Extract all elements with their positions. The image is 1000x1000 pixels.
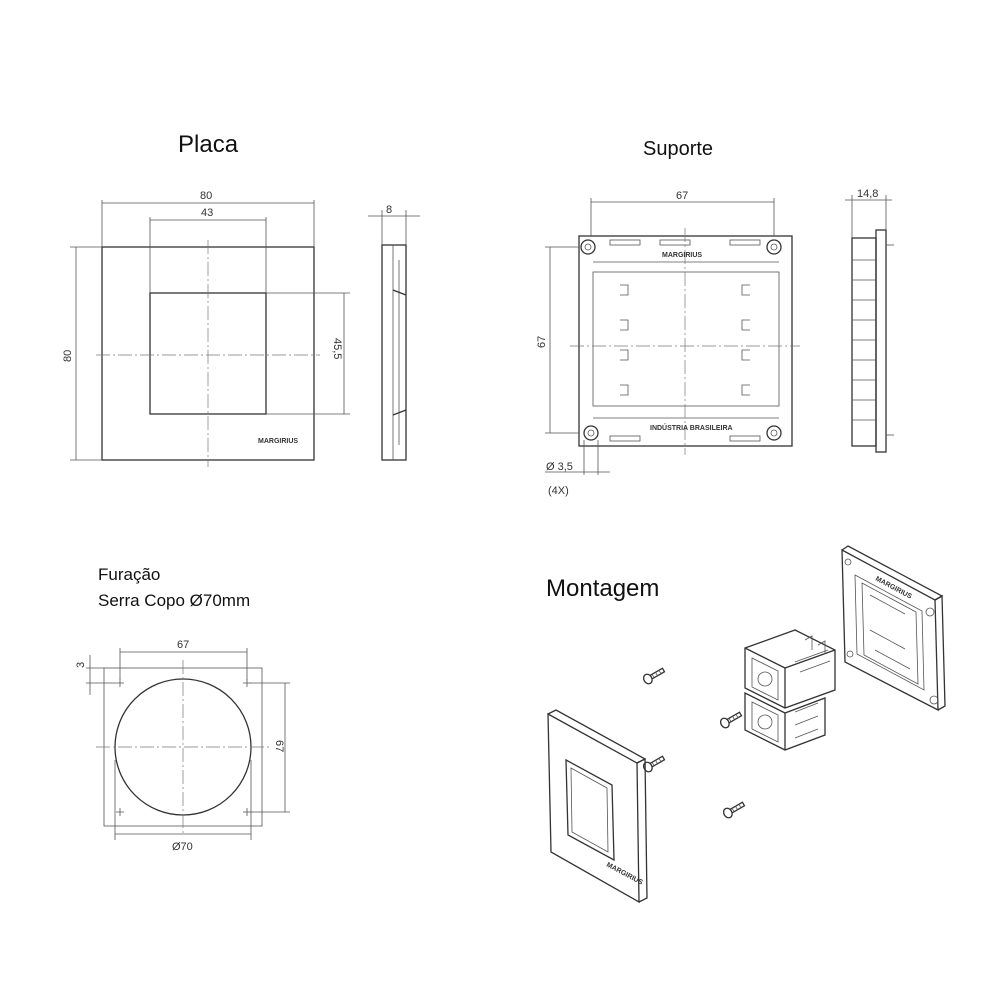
furacao-title-line1: Furação (98, 565, 160, 584)
placa-side-view: 8 (368, 204, 420, 461)
montagem-cover-plate: MARGIRIUS (547, 709, 648, 904)
placa-section: Placa MARGIRIUS 80 43 80 (62, 131, 420, 467)
furacao-view (96, 660, 270, 835)
furacao-dim-offset-label: 3 (75, 662, 87, 668)
screw-icon (642, 667, 666, 685)
placa-dim-width: 80 (101, 190, 315, 247)
furacao-dim-diameter: Ø70 (114, 760, 252, 853)
montagem-modules (744, 629, 836, 751)
suporte-side-view: 14,8 (845, 188, 894, 453)
placa-dim-depth-label: 8 (386, 204, 392, 216)
furacao-dim-width-label: 67 (177, 639, 189, 651)
placa-dim-height-label: 80 (62, 350, 74, 362)
suporte-dim-width: 67 (590, 190, 775, 236)
suporte-dim-hole-count: (4X) (548, 485, 569, 497)
montagem-section: Montagem MARGIRIUS (546, 545, 946, 904)
placa-dim-window-height-label: 45,5 (331, 338, 343, 359)
furacao-title-line2: Serra Copo Ø70mm (98, 591, 250, 610)
placa-front-view: MARGIRIUS (96, 240, 320, 467)
suporte-dim-hole-label: Ø 3,5 (546, 461, 573, 473)
suporte-dim-height: 67 (536, 246, 579, 434)
furacao-dim-height-label: 67 (273, 740, 285, 752)
furacao-section: Furação Serra Copo Ø70mm 67 (75, 565, 290, 853)
suporte-title: Suporte (643, 138, 713, 160)
placa-dim-window-label: 43 (201, 207, 213, 219)
placa-dim-window: 43 (149, 207, 267, 293)
screw-icon (642, 755, 666, 773)
placa-title: Placa (178, 131, 239, 158)
furacao-dim-width: 67 (119, 639, 248, 680)
suporte-dim-width-label: 67 (676, 190, 688, 202)
placa-dim-width-label: 80 (200, 190, 212, 202)
suporte-brand-bottom: INDÚSTRIA BRASILEIRA (650, 423, 733, 432)
screw-icon (722, 801, 746, 819)
placa-dim-window-height: 45,5 (266, 292, 350, 415)
suporte-front-view: MARGIRIUS INDÚSTRIA BRASILEIRA (570, 228, 800, 455)
furacao-dim-diameter-label: Ø70 (172, 841, 193, 853)
furacao-dim-offset: 3 (75, 655, 116, 695)
placa-brand: MARGIRIUS (258, 438, 298, 445)
montagem-screws (642, 667, 746, 819)
suporte-brand-top: MARGIRIUS (662, 252, 702, 259)
furacao-dim-height: 67 (250, 682, 290, 813)
suporte-section: Suporte MARGIRIUS INDÚST (536, 138, 894, 497)
suporte-dim-hole: Ø 3,5 (4X) (545, 440, 610, 497)
placa-dim-height: 80 (62, 246, 102, 461)
suporte-dim-height-label: 67 (536, 336, 548, 348)
montagem-title: Montagem (546, 575, 659, 602)
screw-icon (719, 711, 743, 729)
suporte-dim-depth-label: 14,8 (857, 188, 878, 200)
montagem-support-frame: MARGIRIUS (841, 545, 946, 712)
